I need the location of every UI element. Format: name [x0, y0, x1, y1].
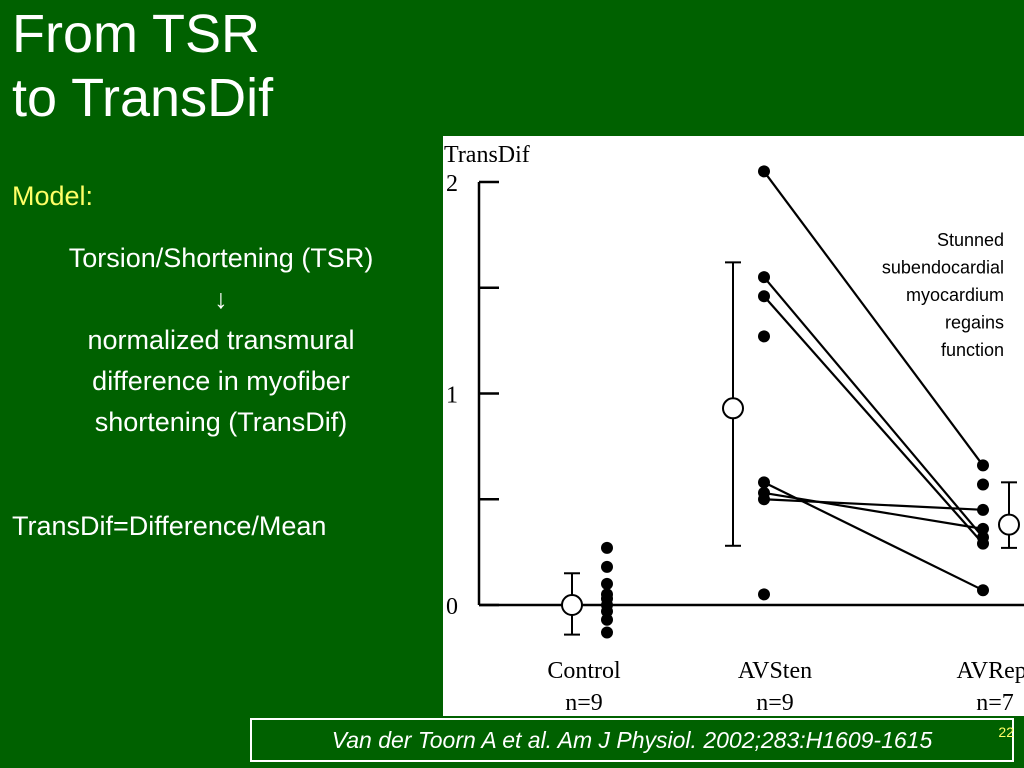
avsten-point [758, 476, 770, 489]
description-line-4: shortening (TransDif) [94, 407, 348, 437]
annotation-line: myocardium [906, 285, 1004, 305]
citation-text: Van der Toorn A et al. Am J Physiol. 200… [331, 727, 933, 753]
control-point [601, 605, 613, 618]
description-line-3: difference in myofiber [92, 366, 350, 396]
slide-number: 22 [998, 724, 1014, 740]
control-point [601, 541, 613, 554]
x-category-label: AVRepl [957, 658, 1024, 684]
paired-line [763, 170, 984, 467]
y-tick-label: 0 [446, 594, 458, 620]
avsten-point [758, 330, 770, 343]
avsten-point [758, 290, 770, 303]
x-n-label: n=9 [756, 690, 794, 716]
avsten-point [758, 271, 770, 284]
annotation-line: function [941, 340, 1004, 360]
control-point [601, 626, 613, 639]
description-line-2: normalized transmural [87, 325, 355, 355]
slide-title: From TSR to TransDif [12, 2, 273, 130]
y-tick-label: 1 [446, 383, 458, 409]
control-error-bar-mean-marker [561, 594, 583, 616]
down-arrow-icon: ↓ [214, 284, 228, 314]
avrepl-point [977, 584, 989, 597]
model-label: Model: [12, 181, 94, 211]
title-line-1: From TSR [12, 4, 261, 64]
x-category-label: Control [547, 658, 621, 684]
paired-line [763, 295, 984, 545]
annotation-line: subendocardial [882, 258, 1004, 278]
avsten-point [758, 588, 770, 601]
avrepl-point [977, 503, 989, 516]
x-n-label: n=9 [565, 690, 603, 716]
citation-box: Van der Toorn A et al. Am J Physiol. 200… [250, 718, 1014, 762]
avrepl-point [977, 478, 989, 491]
description-line-1: Torsion/Shortening (TSR) [68, 243, 374, 273]
model-description: Torsion/Shortening (TSR) ↓ normalized tr… [14, 238, 428, 443]
annotation-line: regains [945, 313, 1004, 333]
avrepl-point [977, 537, 989, 550]
x-category-label: AVSten [738, 658, 812, 684]
control-point [601, 560, 613, 573]
avsten-error-bar-mean-marker [722, 397, 744, 420]
annotation-line: Stunned [937, 230, 1004, 250]
avsten-point [758, 165, 770, 178]
avrepl-point [977, 459, 989, 472]
paired-line [763, 491, 984, 530]
avrepl-point [977, 522, 989, 535]
x-n-label: n=7 [976, 690, 1014, 716]
avsten-point [758, 493, 770, 506]
y-axis-label: TransDif [444, 142, 530, 168]
title-line-2: to TransDif [12, 68, 274, 128]
paired-line [763, 498, 984, 511]
control-point [601, 613, 613, 626]
y-tick-label: 2 [446, 171, 458, 197]
avrepl-error-bar-mean-marker [998, 513, 1020, 536]
formula-text: TransDif=Difference/Mean [12, 511, 327, 541]
paired-line [763, 276, 984, 539]
control-point [601, 577, 613, 590]
